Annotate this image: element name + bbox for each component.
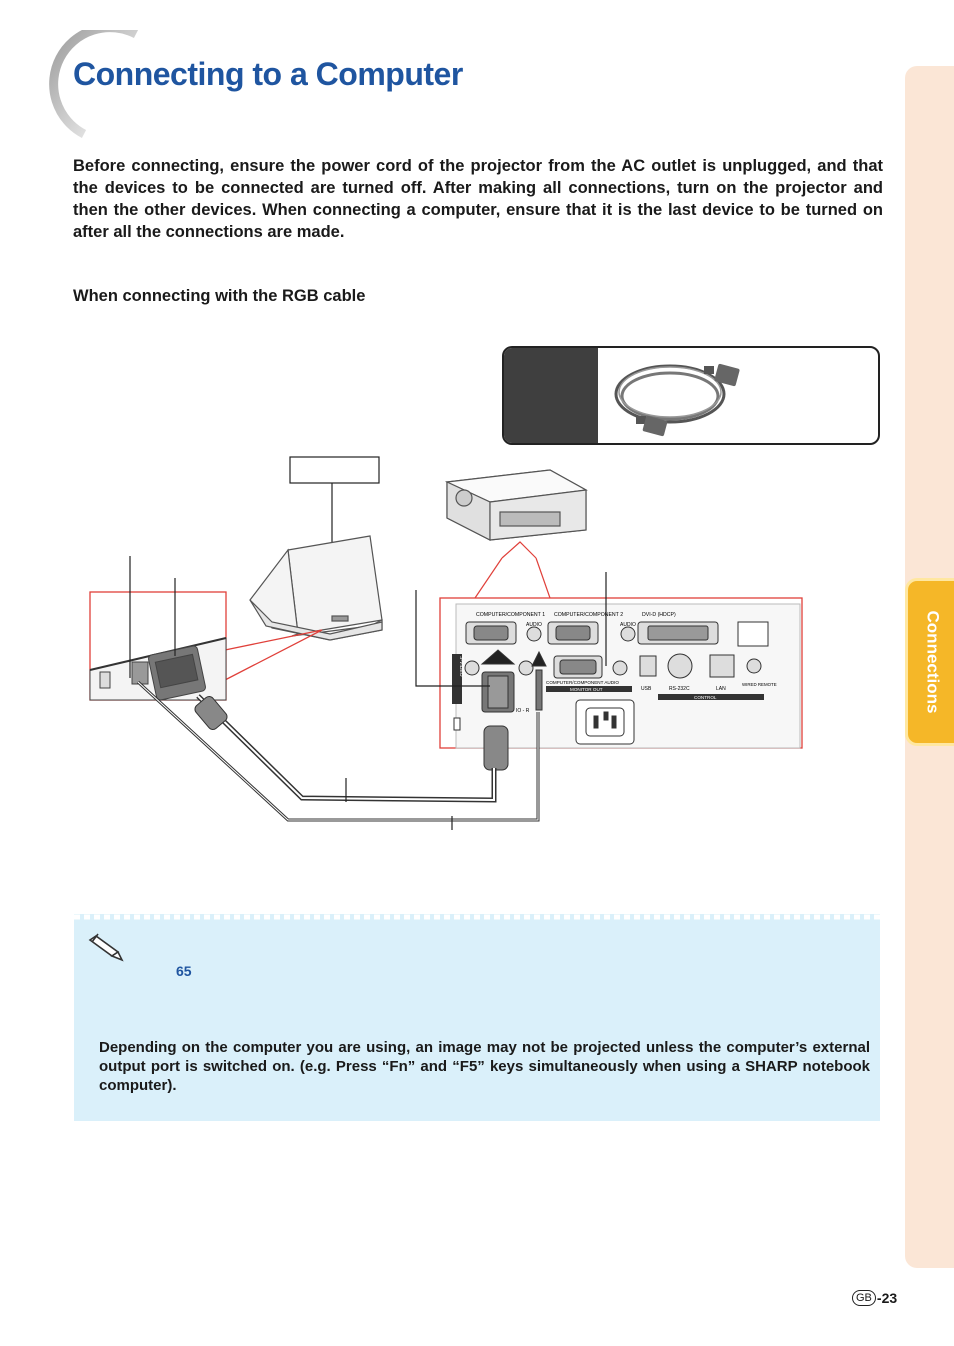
video-jack [518,660,534,676]
region-badge: GB [852,1290,876,1306]
label-rs232c: RS-232C [669,686,690,692]
note-text: Depending on the computer you are using,… [99,1039,870,1094]
label-cc2: COMPUTER/COMPONENT 2 [554,612,623,618]
label-wired-remote: WIRED REMOTE [742,682,777,687]
label-lan: LAN [716,686,726,692]
rgb-cable-icon [614,363,740,437]
label-cc1: COMPUTER/COMPONENT 1 [476,612,545,618]
audio-jack-1 [526,626,542,642]
wired-remote-jack [746,658,762,674]
title-arc-decoration [49,30,139,138]
ferrite-core-left [194,695,228,731]
lan-port [709,654,735,678]
notebook-computer [249,535,383,641]
label-audio-1: AUDIO [526,622,542,628]
page-number-value: -23 [876,1290,898,1306]
usb-port [639,655,657,677]
computer-port-closeup [89,637,227,701]
callout-lines-projector [501,541,537,559]
computer-label-box [289,456,380,484]
label-dvi: DVI-D (HDCP) [642,612,676,618]
leader-line-4 [415,590,490,687]
label-svideo: S-VIDEO [458,656,464,677]
vga-port-1 [465,621,517,645]
note-page-ref[interactable]: 65 [176,963,192,979]
cable-box-label-area [504,348,598,443]
monitor-out-port [553,655,603,679]
kensington-slot [453,717,461,731]
rgb-cable-box [502,346,880,445]
label-monitor-out: MONITOR OUT [570,687,603,692]
projector [444,469,588,541]
label-audio-2: AUDIO [620,622,636,628]
connection-diagram: COMPUTER/COMPONENT 1 COMPUTER/COMPONENT … [89,456,803,830]
rs232c-port [667,653,693,679]
callout-lines-left [224,629,323,681]
ac-inlet [575,699,635,745]
label-cc-audio: COMPUTER/COMPONENT AUDIO [546,680,619,685]
page-number: GB -23 [852,1290,897,1306]
svideo-jack [464,660,480,676]
audio-plug [531,650,547,711]
section-subheading: When connecting with the RGB cable [73,287,366,305]
label-audio-r: IO - R [516,708,530,714]
note-dotted-border [74,914,880,920]
vga-port-2 [547,621,599,645]
monitor-audio-jack [612,660,628,676]
label-control: CONTROL [694,695,717,700]
projector-cable-plug [480,649,516,771]
note-box [74,914,880,1121]
dvi-port [637,621,719,645]
side-tab-label: Connections [923,610,943,714]
side-tab-connections[interactable] [905,578,954,746]
intro-paragraph: Before connecting, ensure the power cord… [73,157,883,241]
audio-jack-2 [620,626,636,642]
side-tab-label-wrap: Connections [912,578,952,746]
pencil-icon [88,933,124,962]
panel-blank-slot [737,621,769,647]
label-usb: USB [641,686,652,692]
page-title: Connecting to a Computer [73,56,463,92]
